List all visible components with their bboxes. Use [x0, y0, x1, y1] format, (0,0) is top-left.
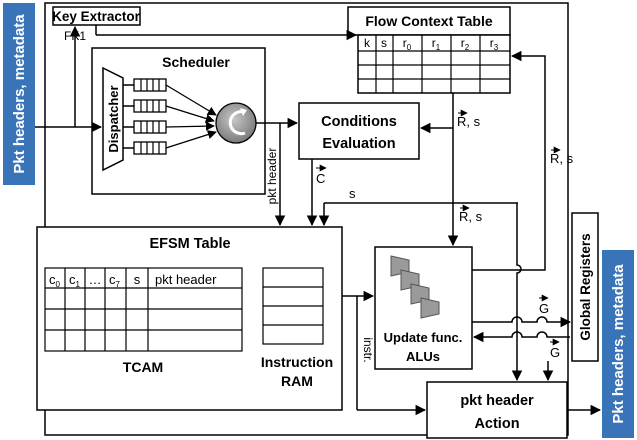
conditions-label-2: Evaluation	[322, 136, 395, 152]
svg-text:C: C	[316, 171, 325, 186]
fct-header-r2: r2	[461, 36, 470, 52]
svg-text:G: G	[539, 301, 549, 316]
svg-text:R, s: R, s	[457, 114, 481, 129]
svg-text:R, s: R, s	[459, 209, 483, 224]
action-label-1: pkt header	[460, 393, 534, 409]
output-bar-label: Pkt headers, metadata	[610, 264, 627, 424]
output-bar: Pkt headers, metadata	[602, 250, 634, 438]
global-registers-box: Global Registers	[571, 212, 599, 362]
pkt-header-action-box: pkt header Action	[426, 381, 568, 439]
dispatcher-label: Dispatcher	[106, 85, 121, 152]
scheduler-title: Scheduler	[162, 54, 230, 70]
vec-r-s-upper-label: R, s	[457, 109, 481, 129]
svg-text:R, s: R, s	[550, 151, 574, 166]
efsm-header-ellipsis: …	[89, 272, 102, 287]
svg-text:G: G	[550, 345, 560, 360]
efsm-header-s: s	[134, 272, 141, 287]
efsm-header-c7: c7	[109, 272, 121, 289]
input-bar-label: Pkt headers, metadata	[11, 14, 28, 174]
vec-g-upper-label: G	[539, 294, 549, 316]
fct-header-s: s	[381, 36, 387, 50]
tcam-label: TCAM	[123, 359, 163, 375]
ram-label-1: Instruction	[261, 354, 333, 370]
vec-r-s-lower-label: R, s	[459, 204, 483, 224]
global-registers-label: Global Registers	[578, 233, 593, 340]
vec-g-lower-label: G	[550, 338, 560, 360]
conditions-label-1: Conditions	[321, 114, 397, 130]
scheduler-box: Scheduler Dispatcher	[91, 47, 266, 195]
pkt-header-edge-label: pkt header	[265, 148, 279, 205]
conditions-evaluation-box: Conditions Evaluation	[298, 102, 420, 160]
efsm-table-title: EFSM Table	[149, 236, 230, 252]
fct-header-r1: r1	[432, 36, 441, 52]
connectors	[35, 25, 602, 416]
efsm-header-pkt-header: pkt header	[155, 272, 217, 287]
key-extractor-label: Key Extractor	[52, 9, 141, 24]
update-func-label-2: ALUs	[406, 349, 440, 364]
round-robin-arrow-icon	[228, 110, 246, 136]
alu-icon	[420, 297, 440, 319]
key-extractor-box: Key Extractor	[52, 6, 141, 26]
s-edge-label: s	[349, 186, 356, 201]
update-func-label-1: Update func.	[384, 330, 463, 345]
queue	[133, 99, 167, 113]
efsm-table-box: EFSM Table c0 c1 … c7 s pkt header TCAM …	[36, 226, 343, 411]
queue	[133, 78, 167, 92]
queue	[133, 120, 167, 134]
input-bar: Pkt headers, metadata	[3, 3, 35, 185]
vec-r-s-right-label: R, s	[550, 146, 574, 166]
outer-frame	[44, 2, 569, 436]
fct-header-r3: r3	[490, 36, 499, 52]
instr-edge-label: instr.	[361, 337, 375, 362]
flow-context-table: Flow Context Table k s r0 r1 r2 r3	[347, 6, 511, 94]
dispatcher-shape	[102, 66, 124, 172]
ram-label-2: RAM	[281, 373, 313, 389]
fct-header-k: k	[364, 36, 371, 50]
fct-header-r0: r0	[403, 36, 412, 52]
flow-context-table-title: Flow Context Table	[365, 13, 493, 29]
update-func-box: Update func. ALUs	[374, 246, 473, 370]
efsm-header-c0: c0	[49, 272, 61, 289]
queue	[133, 141, 167, 155]
efsm-header-c1: c1	[69, 272, 81, 289]
vec-c-label: C	[316, 164, 327, 186]
action-label-2: Action	[474, 416, 519, 432]
round-robin-icon	[215, 102, 257, 144]
